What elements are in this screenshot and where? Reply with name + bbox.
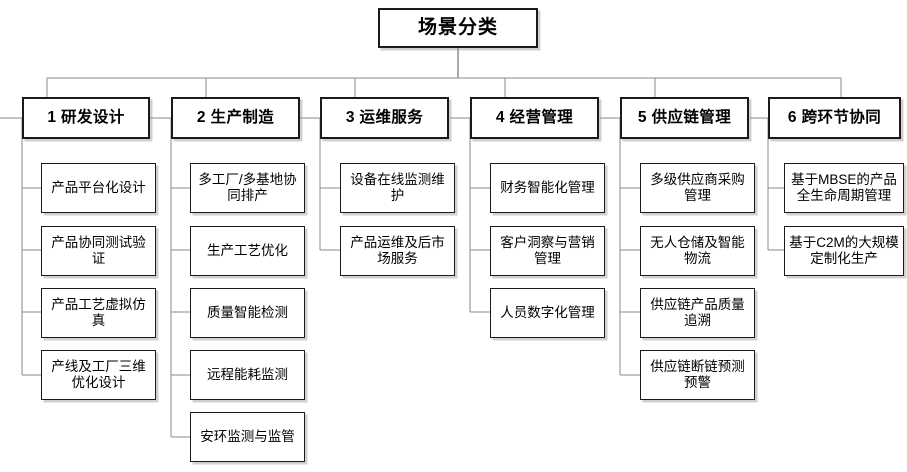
leaf-2-2-label: 生产工艺优化 xyxy=(207,242,288,258)
leaf-5-3[interactable]: 供应链产品质量追溯 xyxy=(640,288,755,338)
leaf-2-1-label: 多工厂/多基地协同排产 xyxy=(198,171,297,203)
leaf-1-3[interactable]: 产品工艺虚拟仿真 xyxy=(41,288,156,338)
leaf-1-3-label: 产品工艺虚拟仿真 xyxy=(51,296,146,328)
leaf-3-1-label: 设备在线监测维护 xyxy=(350,171,445,203)
leaf-1-2-label: 产品协同测试验证 xyxy=(51,234,146,266)
root-node-label: 场景分类 xyxy=(417,17,498,39)
leaf-2-4-label: 远程能耗监测 xyxy=(207,366,288,382)
category-header-1-label: 1 研发设计 xyxy=(47,108,125,126)
root-node-scene-classification[interactable]: 场景分类 xyxy=(378,8,538,48)
category-header-6-label: 6 跨环节协同 xyxy=(787,108,882,126)
leaf-6-1[interactable]: 基于MBSE的产品全生命周期管理 xyxy=(784,163,904,213)
leaf-1-1-label: 产品平台化设计 xyxy=(51,179,146,195)
category-header-2-label: 2 生产制造 xyxy=(196,108,275,126)
leaf-3-2-label: 产品运维及后市场服务 xyxy=(350,234,445,266)
leaf-2-3[interactable]: 质量智能检测 xyxy=(190,288,305,338)
leaf-2-4[interactable]: 远程能耗监测 xyxy=(190,350,305,400)
category-header-4[interactable]: 4 经营管理 xyxy=(470,97,599,139)
leaf-1-2[interactable]: 产品协同测试验证 xyxy=(41,226,156,276)
leaf-4-3-label: 人员数字化管理 xyxy=(500,304,595,320)
leaf-4-1-label: 财务智能化管理 xyxy=(500,179,595,195)
category-header-2[interactable]: 2 生产制造 xyxy=(171,97,300,139)
leaf-5-2-label: 无人仓储及智能物流 xyxy=(650,234,745,266)
category-header-1[interactable]: 1 研发设计 xyxy=(22,97,150,139)
leaf-6-1-label: 基于MBSE的产品全生命周期管理 xyxy=(791,171,897,203)
leaf-6-2[interactable]: 基于C2M的大规模定制化生产 xyxy=(784,226,904,276)
category-header-4-label: 4 经营管理 xyxy=(495,108,574,126)
category-header-5-label: 5 供应链管理 xyxy=(637,108,732,126)
category-header-6[interactable]: 6 跨环节协同 xyxy=(768,97,901,139)
leaf-4-1[interactable]: 财务智能化管理 xyxy=(490,163,605,213)
leaf-2-5[interactable]: 安环监测与监管 xyxy=(190,412,305,462)
leaf-1-4-label: 产线及工厂三维优化设计 xyxy=(51,358,146,390)
leaf-1-4[interactable]: 产线及工厂三维优化设计 xyxy=(41,350,156,400)
leaf-2-3-label: 质量智能检测 xyxy=(207,304,288,320)
leaf-5-1[interactable]: 多级供应商采购管理 xyxy=(640,163,755,213)
leaf-2-5-label: 安环监测与监管 xyxy=(200,428,295,444)
leaf-3-1[interactable]: 设备在线监测维护 xyxy=(340,163,455,213)
leaf-3-2[interactable]: 产品运维及后市场服务 xyxy=(340,226,455,276)
leaf-5-4[interactable]: 供应链断链预测预警 xyxy=(640,350,755,400)
leaf-6-2-label: 基于C2M的大规模定制化生产 xyxy=(789,234,899,266)
leaf-4-2[interactable]: 客户洞察与营销管理 xyxy=(490,226,605,276)
leaf-5-2[interactable]: 无人仓储及智能物流 xyxy=(640,226,755,276)
leaf-2-2[interactable]: 生产工艺优化 xyxy=(190,226,305,276)
leaf-4-2-label: 客户洞察与营销管理 xyxy=(500,234,595,266)
leaf-5-4-label: 供应链断链预测预警 xyxy=(650,358,745,390)
leaf-5-3-label: 供应链产品质量追溯 xyxy=(650,296,745,328)
category-header-5[interactable]: 5 供应链管理 xyxy=(620,97,749,139)
category-header-3-label: 3 运维服务 xyxy=(345,108,424,126)
leaf-1-1[interactable]: 产品平台化设计 xyxy=(41,163,156,213)
leaf-4-3[interactable]: 人员数字化管理 xyxy=(490,288,605,338)
category-header-3[interactable]: 3 运维服务 xyxy=(320,97,449,139)
leaf-5-1-label: 多级供应商采购管理 xyxy=(650,171,745,203)
leaf-2-1[interactable]: 多工厂/多基地协同排产 xyxy=(190,163,305,213)
